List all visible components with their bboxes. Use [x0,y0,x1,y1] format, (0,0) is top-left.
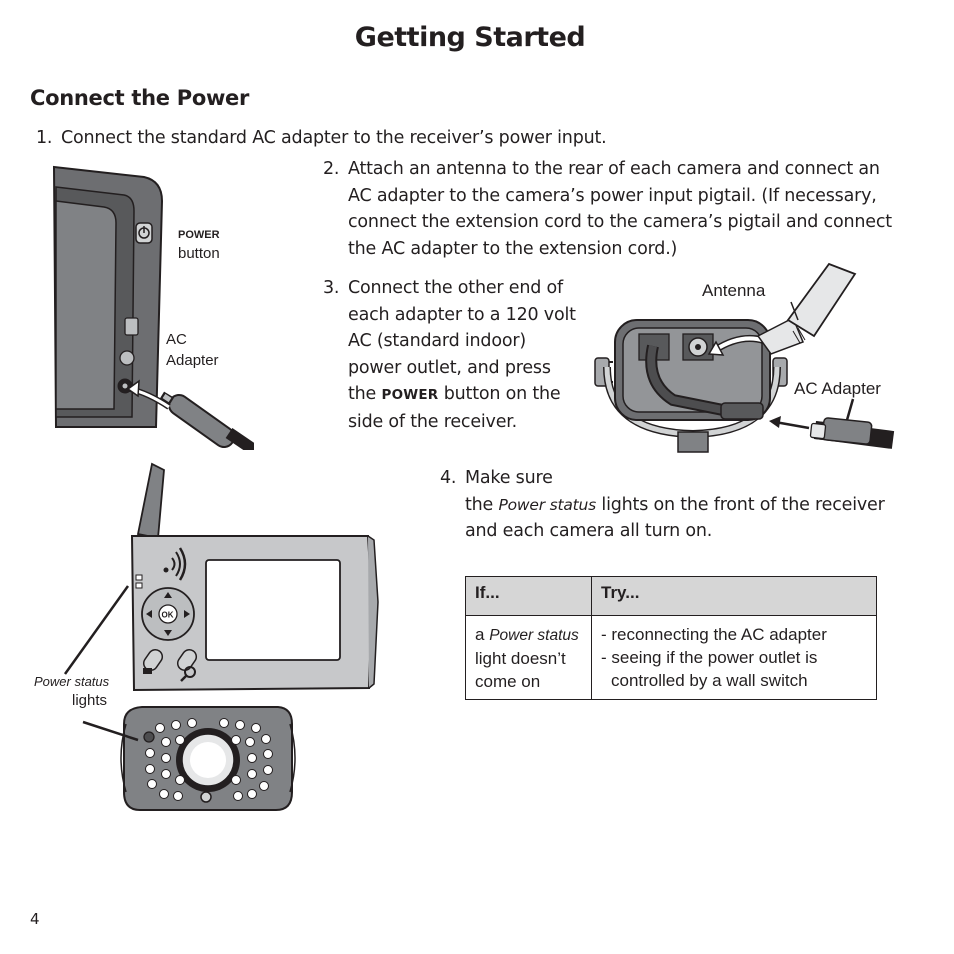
arrow-right-icon [184,610,190,618]
header-try: Try... [591,576,877,616]
step-text: Connect the standard AC adapter to the r… [61,128,607,148]
ac-adapter-label: AC Adapter [794,379,881,398]
monitor-icon [143,668,152,674]
step-text: Attach an antenna to the rear of each ca… [348,159,892,259]
ac-label: AC [166,331,187,348]
power-button-name: POWER [381,387,439,403]
step-text: Make sure the Power status lights on the… [465,468,885,541]
step-1: 1. Connect the standard AC adapter to th… [36,125,736,152]
receiver-side-illustration: POWER button AC Adapter [52,165,254,450]
lights-label: lights [72,692,107,709]
ok-label: OK [162,611,174,620]
antenna-label: Antenna [702,281,766,300]
receiver-front-illustration: OK Power status lights [34,462,379,811]
page-number: 4 [30,910,40,928]
zoom-icon [184,666,196,678]
antenna-icon [786,262,857,338]
wireless-icon [171,557,176,571]
arrow-down-icon [164,630,172,636]
receiver-screen [205,559,341,661]
troubleshooting-table: If... Try... a Power status light doesn’… [465,576,877,700]
step-text: Connect the other end of each adapter to… [348,278,576,432]
section-title: Connect the Power [30,86,250,110]
step-3: 3. Connect the other end of each adapter… [323,275,593,440]
step-4: 4. Make sure the Power status lights on … [440,465,920,550]
step-2: 2. Attach an antenna to the rear of each… [323,156,943,266]
table-row: a Power status light doesn’t come on - r… [465,615,877,700]
cell-if: a Power status light doesn’t come on [465,615,592,700]
ir-led-array [145,718,273,801]
arrow-icon [126,379,140,398]
step-number: 2. [323,159,340,179]
step-number: 3. [323,278,340,298]
arrow-up-icon [164,592,172,598]
power-status-term: Power status [498,495,597,514]
camera-rear-illustration: Antenna AC Adapter [594,262,895,453]
page-title: Getting Started [354,22,586,53]
port-icon [124,317,139,336]
step-number: 1. [36,128,53,148]
table-header-row: If... Try... [465,576,877,616]
adapter-label: Adapter [166,352,219,369]
power-label: POWER [178,229,220,241]
step-number: 4. [440,468,457,488]
power-status-label: Power status [34,674,110,689]
arrow-left-icon [146,610,152,618]
header-if: If... [465,576,592,616]
arrow-icon [707,340,725,356]
button-label: button [178,245,220,262]
receiver-antenna-icon [136,462,165,540]
power-status-term: Power status [489,627,579,644]
cell-try: - reconnecting the AC adapter - seeing i… [591,615,877,700]
